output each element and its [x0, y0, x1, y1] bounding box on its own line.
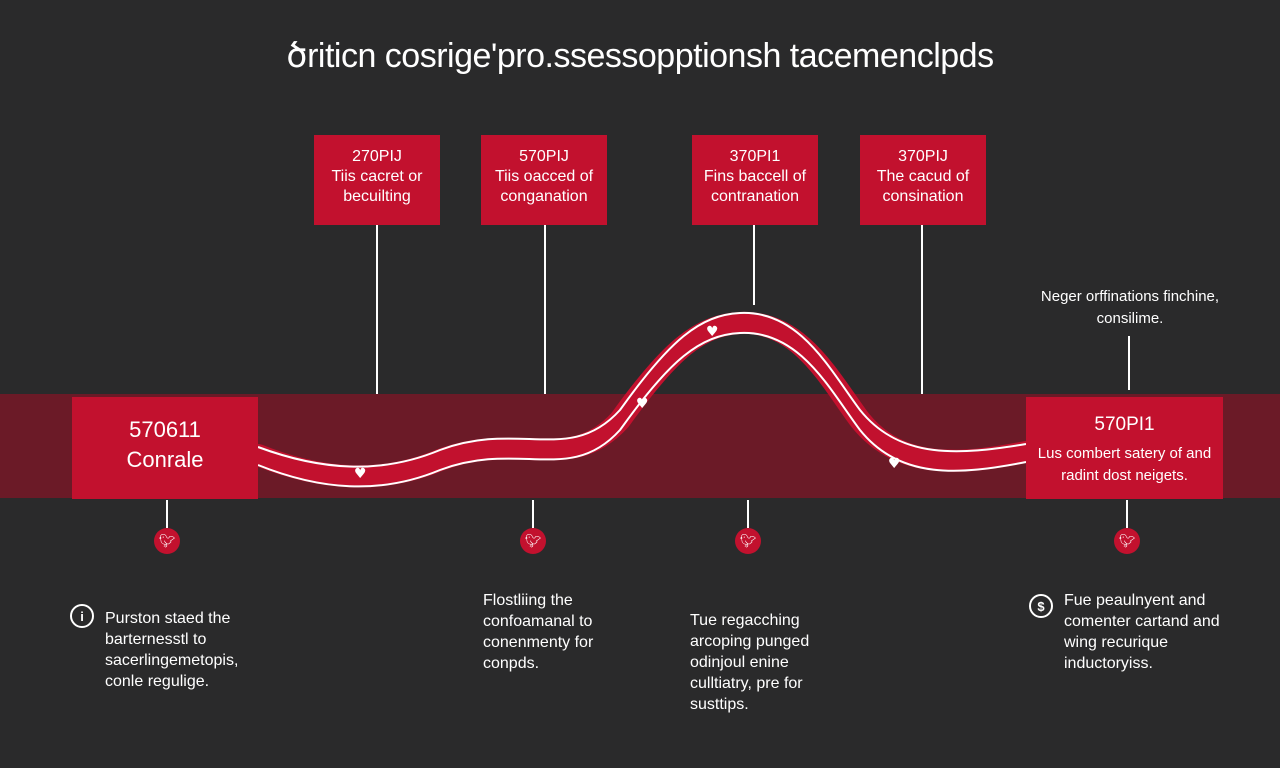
right-end-box: 570PI1 Lus combert satery of and radint … [1026, 397, 1223, 499]
bird-icon: 🐦︎ [520, 528, 546, 554]
bottom-note-4: Fue peaulnyent and comenter cartand and … [1064, 592, 1220, 672]
heart-icon: ♥ [888, 456, 901, 472]
wave-outline-top [257, 311, 1027, 468]
heart-icon: ♥ [354, 466, 367, 482]
bird-icon: 🐦︎ [154, 528, 180, 554]
bird-icon: 🐦︎ [1114, 528, 1140, 554]
page-title: ծriticn cosrige'pro.ssessopptionsh tacem… [286, 37, 994, 75]
bottom-note-2: Flostliing the confoamanal to conenmenty… [483, 592, 594, 672]
wave-outline-bottom [257, 331, 1027, 488]
top-box-code: 370PI1 [729, 148, 781, 165]
top-box-3: 370PI1 Fins baccell of contranation [692, 135, 818, 225]
top-box-1: 270PIJ Tiis cacret or becuilting [314, 135, 440, 225]
right-box-text: Lus combert satery of and radint dost ne… [1037, 445, 1212, 484]
right-note: Neger orffinations finchine, consilime. [1040, 288, 1220, 327]
top-box-4: 370PIJ The cacud of consination [860, 135, 986, 225]
top-box-text: Tiis cacret or becuilting [331, 168, 423, 205]
left-end-box: 570611 Conrale [72, 397, 258, 499]
heart-icon: ♥ [706, 324, 719, 340]
top-box-text: The cacud of consination [876, 168, 970, 205]
wave-ribbon [247, 311, 1037, 488]
top-box-code: 370PIJ [898, 148, 948, 165]
heart-icon: ♥ [636, 396, 649, 412]
top-box-code: 270PIJ [352, 148, 402, 165]
dollar-icon: $ [1029, 594, 1053, 618]
left-box-text: Conrale [126, 447, 204, 472]
top-box-code: 570PIJ [519, 148, 569, 165]
info-icon: i [70, 604, 94, 628]
right-box-code: 570PI1 [1094, 414, 1155, 435]
top-box-text: Fins baccell of contranation [703, 168, 807, 205]
bottom-note-1: Purston staed the barternesstl to sacerl… [105, 610, 239, 690]
top-box-2: 570PIJ Tiis oacced of conganation [481, 135, 607, 225]
bird-icon: 🐦︎ [735, 528, 761, 554]
bottom-note-3: Tue regacching arcoping punged odinjoul … [690, 612, 810, 713]
top-box-text: Tiis oacced of conganation [494, 168, 594, 205]
left-box-code: 570611 [129, 417, 201, 442]
